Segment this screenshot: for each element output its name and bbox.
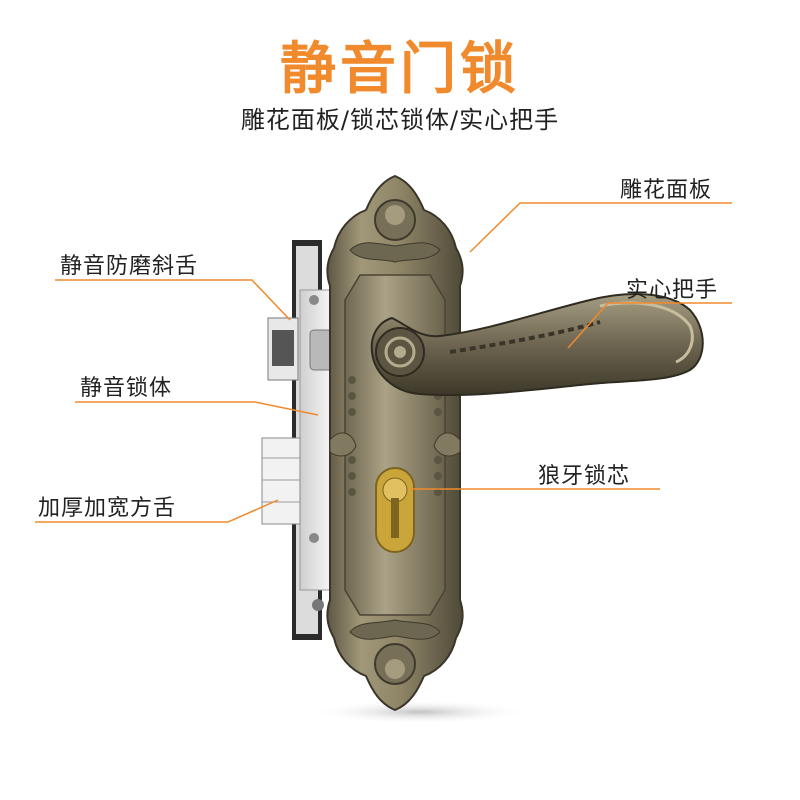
page-title: 静音门锁 [280, 37, 520, 102]
solid-handle [370, 293, 704, 397]
label-thick-wide-bolt: 加厚加宽方舌 [38, 496, 177, 521]
label-wolf-tooth-cylinder: 狼牙锁芯 [538, 464, 631, 489]
page-subtitle: 雕花面板/锁芯锁体/实心把手 [240, 106, 560, 134]
leader-silent-lock-body [75, 401, 319, 416]
shadow [310, 700, 530, 724]
label-carved-panel: 雕花面板 [620, 178, 713, 203]
label-silent-lock-body: 静音锁体 [80, 376, 173, 401]
carved-panel [326, 174, 464, 712]
leader-carved-panel [469, 202, 732, 253]
leader-thick-wide-bolt [35, 499, 279, 523]
leader-silent-latch [55, 279, 291, 321]
leader-solid-handle [567, 302, 732, 349]
label-silent-latch: 静音防磨斜舌 [60, 254, 199, 279]
label-solid-handle: 实心把手 [626, 278, 719, 303]
wolf-tooth-cylinder [375, 467, 415, 553]
